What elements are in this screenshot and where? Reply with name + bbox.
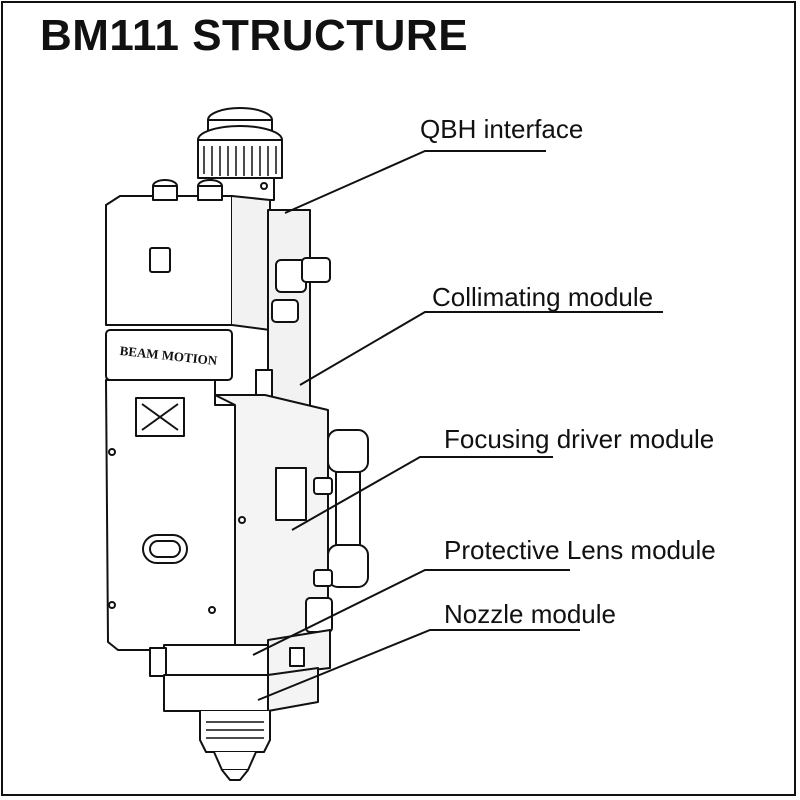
callout-protective-lens-module: Protective Lens module xyxy=(444,535,716,565)
leader-nozzle xyxy=(257,629,580,701)
collimating-column xyxy=(255,209,331,411)
callout-qbh-interface: QBH interface xyxy=(420,114,584,144)
leader-protective xyxy=(252,569,570,656)
leader-qbh xyxy=(284,150,546,214)
callout-focusing-driver-module: Focusing driver module xyxy=(444,424,715,454)
qbh-connector xyxy=(197,107,283,201)
nozzle-block xyxy=(163,667,319,781)
side-rails xyxy=(305,429,369,633)
control-box xyxy=(105,179,271,381)
leader-collimating xyxy=(299,311,663,386)
protective-lens-block xyxy=(149,629,331,677)
callout-nozzle-module: Nozzle module xyxy=(444,599,616,629)
leader-focusing xyxy=(291,456,553,531)
diagram-title: BM111 STRUCTURE xyxy=(40,11,469,60)
focusing-body xyxy=(105,379,329,651)
callout-collimating-module: Collimating module xyxy=(432,282,654,312)
